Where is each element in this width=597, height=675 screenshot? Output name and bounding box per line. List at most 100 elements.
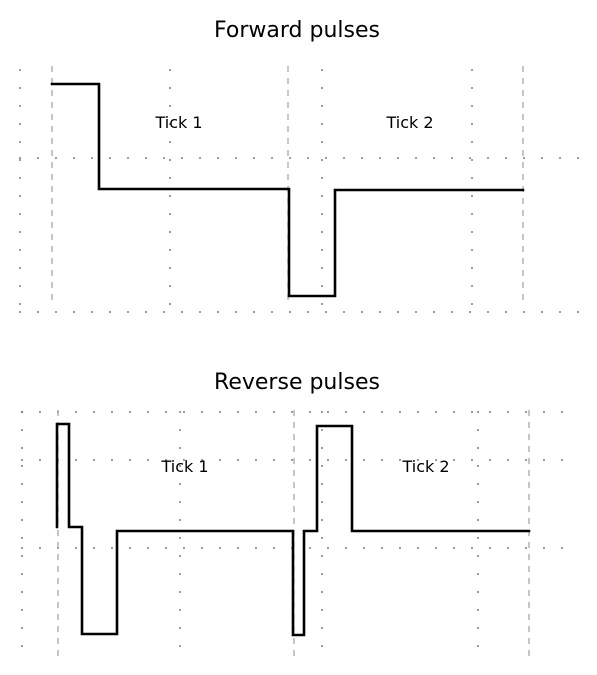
reverse-pulse-waveform (55, 422, 531, 637)
forward-grid-dot (235, 311, 237, 313)
forward-grid-dot (217, 157, 219, 159)
reverse-grid-dot (21, 555, 23, 557)
forward-grid-dot (19, 141, 21, 143)
reverse-grid-dot (237, 547, 239, 549)
reverse-grid-dot (21, 465, 23, 467)
forward-grid-dot (19, 105, 21, 107)
forward-grid-dot (55, 157, 57, 159)
forward-grid-dot (271, 157, 273, 159)
forward-grid-dot (471, 105, 473, 107)
forward-grid-dot (321, 87, 323, 89)
forward-grid-dot (169, 195, 171, 197)
forward-grid-dot (577, 157, 579, 159)
forward-grid-dot (127, 311, 129, 313)
reverse-grid-dot (525, 459, 527, 461)
forward-tick-1-label: Tick 1 (154, 113, 202, 132)
reverse-grid-dot (435, 411, 437, 413)
reverse-grid-dot (321, 501, 323, 503)
forward-dot-grid (19, 69, 579, 313)
forward-grid-dot (169, 249, 171, 251)
reverse-grid-dot (453, 459, 455, 461)
forward-grid-dot (169, 123, 171, 125)
reverse-grid-dot (179, 573, 181, 575)
reverse-grid-dot (179, 447, 181, 449)
forward-pulse-waveform (50, 82, 525, 298)
reverse-grid-dot (525, 547, 527, 549)
reverse-grid-dot (525, 411, 527, 413)
forward-grid-dot (397, 311, 399, 313)
forward-grid-dot (471, 249, 473, 251)
forward-grid-dot (169, 303, 171, 305)
forward-grid-dot (19, 157, 21, 159)
reverse-grid-dot (327, 459, 329, 461)
reverse-grid-dot (93, 547, 95, 549)
reverse-grid-dot (321, 483, 323, 485)
reverse-grid-dot (255, 547, 257, 549)
reverse-grid-dot (477, 591, 479, 593)
reverse-grid-dot (309, 411, 311, 413)
reverse-grid-dot (165, 411, 167, 413)
forward-grid-dot (361, 157, 363, 159)
forward-tick-2-label: Tick 2 (385, 113, 433, 132)
reverse-grid-dot (453, 411, 455, 413)
forward-grid-dot (321, 303, 323, 305)
reverse-grid-dot (345, 459, 347, 461)
forward-grid-dot (289, 157, 291, 159)
forward-grid-dot (471, 159, 473, 161)
forward-grid-dot (91, 157, 93, 159)
reverse-grid-dot (21, 645, 23, 647)
forward-grid-dot (169, 105, 171, 107)
forward-grid-dot (541, 157, 543, 159)
forward-grid-dot (505, 157, 507, 159)
forward-grid-dot (181, 311, 183, 313)
forward-grid-dot (307, 157, 309, 159)
reverse-grid-dot (507, 459, 509, 461)
reverse-grid-dot (489, 459, 491, 461)
reverse-grid-dot (21, 447, 23, 449)
reverse-grid-dot (477, 627, 479, 629)
reverse-grid-dot (321, 645, 323, 647)
forward-grid-dot (181, 157, 183, 159)
reverse-grid-dot (21, 573, 23, 575)
reverse-grid-dot (183, 411, 185, 413)
reverse-grid-dot (321, 627, 323, 629)
reverse-grid-dot (179, 645, 181, 647)
forward-grid-dot (109, 311, 111, 313)
reverse-grid-dot (381, 411, 383, 413)
forward-grid-dot (321, 213, 323, 215)
reverse-grid-dot (93, 459, 95, 461)
forward-grid-dot (19, 69, 21, 71)
reverse-grid-dot (219, 459, 221, 461)
forward-grid-dot (379, 157, 381, 159)
reverse-grid-dot (363, 459, 365, 461)
forward-grid-dot (471, 87, 473, 89)
forward-grid-dot (397, 157, 399, 159)
forward-grid-dot (169, 213, 171, 215)
reverse-grid-dot (179, 627, 181, 629)
reverse-grid-dot (327, 547, 329, 549)
reverse-grid-dot (399, 547, 401, 549)
reverse-grid-dot (477, 429, 479, 431)
reverse-grid-dot (477, 465, 479, 467)
reverse-grid-dot (291, 459, 293, 461)
reverse-grid-dot (147, 411, 149, 413)
forward-grid-dot (163, 311, 165, 313)
reverse-grid-dot (93, 411, 95, 413)
reverse-grid-dot (273, 411, 275, 413)
forward-grid-dot (471, 267, 473, 269)
forward-grid-dot (169, 285, 171, 287)
forward-grid-dot (19, 249, 21, 251)
forward-grid-dot (471, 195, 473, 197)
reverse-grid-dot (399, 411, 401, 413)
reverse-grid-dot (201, 411, 203, 413)
reverse-grid-dot (39, 547, 41, 549)
forward-grid-dot (37, 157, 39, 159)
reverse-grid-dot (21, 609, 23, 611)
forward-grid-dot (325, 157, 327, 159)
reverse-grid-dot (183, 547, 185, 549)
reverse-grid-dot (477, 447, 479, 449)
reverse-grid-dot (183, 459, 185, 461)
forward-grid-dot (541, 311, 543, 313)
forward-grid-dot (19, 267, 21, 269)
forward-grid-dot (19, 87, 21, 89)
